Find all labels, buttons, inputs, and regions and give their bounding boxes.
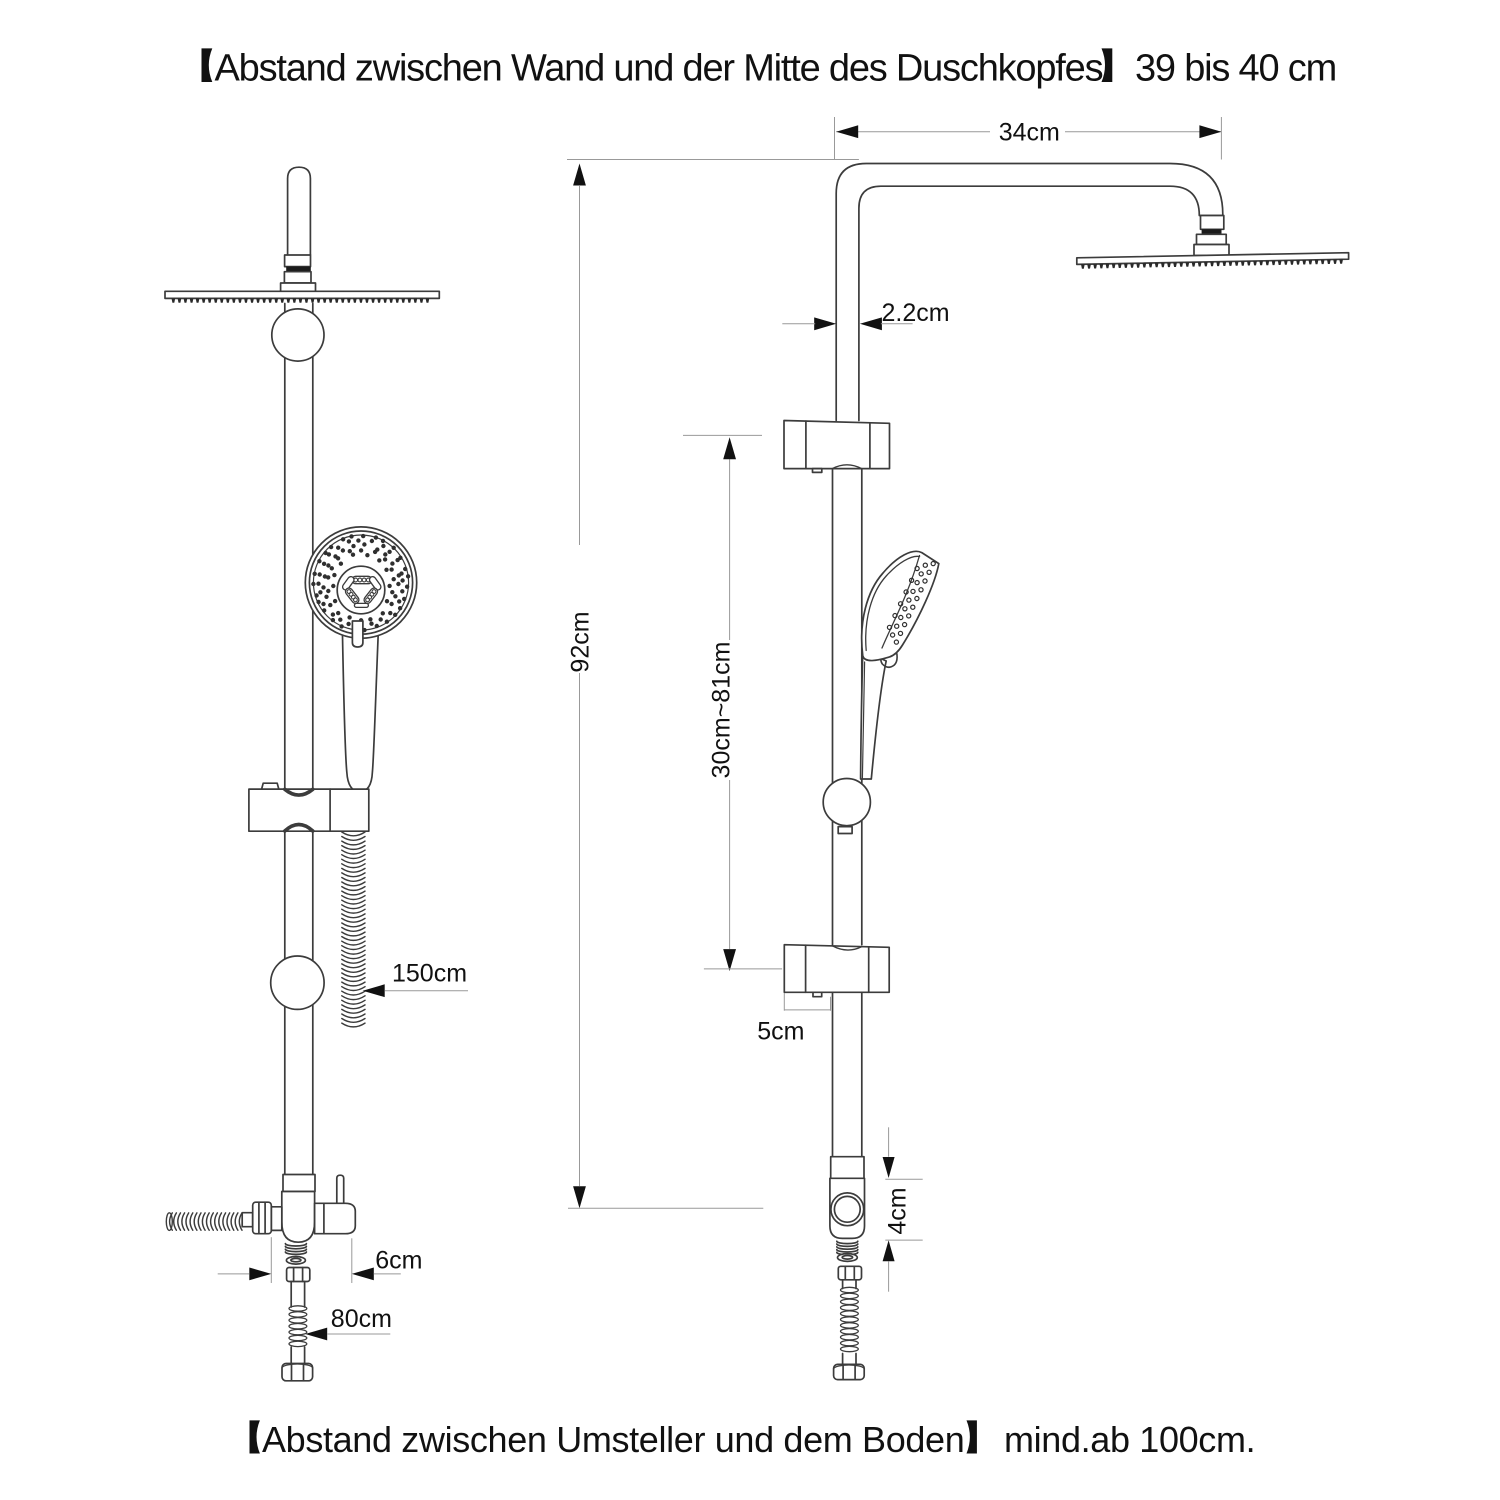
- svg-text:Abstand zwischen Umsteller und: Abstand zwischen Umsteller und dem Boden: [262, 1419, 964, 1460]
- svg-text:92cm: 92cm: [567, 611, 595, 672]
- svg-text:Abstand zwischen Wand und der: Abstand zwischen Wand und der Mitte des …: [215, 48, 1103, 90]
- svg-text:150cm: 150cm: [392, 959, 467, 987]
- svg-text:34cm: 34cm: [999, 118, 1060, 146]
- svg-text:mind.ab 100cm.: mind.ab 100cm.: [1004, 1419, 1255, 1460]
- svg-text:5cm: 5cm: [757, 1017, 804, 1045]
- svg-text:6cm: 6cm: [375, 1247, 422, 1275]
- svg-text:4cm: 4cm: [884, 1187, 912, 1234]
- svg-text:39 bis 40 cm: 39 bis 40 cm: [1135, 48, 1336, 90]
- svg-text:80cm: 80cm: [331, 1305, 392, 1333]
- svg-text:30cm~81cm: 30cm~81cm: [707, 642, 735, 779]
- svg-text:2.2cm: 2.2cm: [882, 299, 950, 327]
